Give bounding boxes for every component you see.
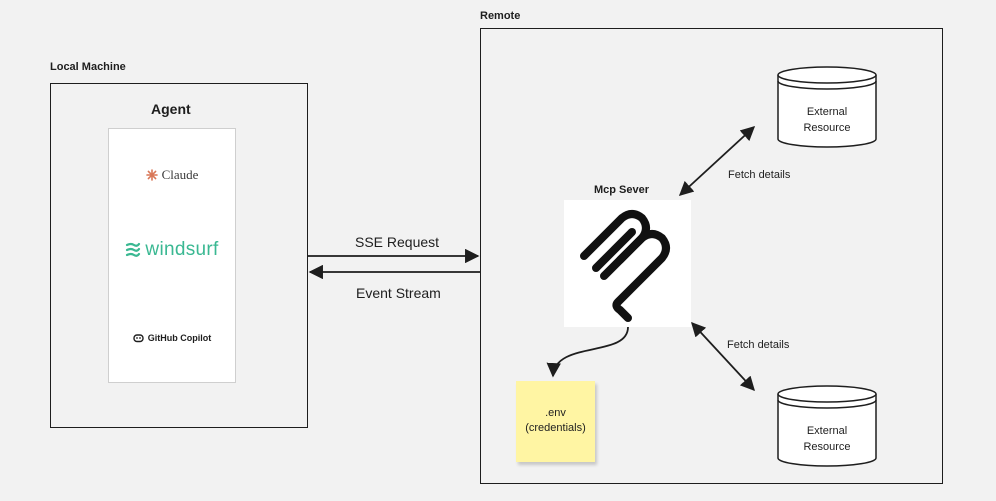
github-copilot-icon [133,334,144,343]
resource-top-line2: Resource [803,122,851,134]
resource-top-line1: External [806,106,848,118]
copilot-name: GitHub Copilot [147,333,212,343]
agent-title: Agent [151,101,191,117]
fetch-details-label-top: Fetch details [728,169,791,181]
mcp-server-card [564,200,691,327]
database-icon [777,66,877,148]
fetch-details-label-bottom: Fetch details [727,339,790,351]
windsurf-logo: windsurf [109,239,235,261]
windsurf-name: windsurf [145,239,219,260]
windsurf-logo-icon [126,242,141,257]
fetch-arrow-top [678,126,756,196]
fetch-arrow-bottom [691,321,755,392]
resource-bottom-line1: External [806,425,848,437]
claude-asterisk-icon [145,169,158,181]
env-credentials-note: .env (credentials) [516,381,595,462]
claude-name: Claude [161,167,199,182]
env-note-line1: .env [545,407,566,419]
resource-bottom-line2: Resource [803,441,851,453]
event-stream-label: Event Stream [356,285,441,301]
remote-label: Remote [480,10,521,22]
env-note-line2: (credentials) [525,422,586,434]
mcp-logo-icon [580,210,670,322]
agent-panel: Claude windsurf GitHub Copilot [108,128,236,383]
remote-box [480,28,943,484]
external-resource-top: External Resource [777,66,877,148]
external-resource-bottom: External Resource [777,385,877,467]
env-curve-arrow [546,326,629,378]
database-icon [777,385,877,467]
local-machine-box [50,83,308,428]
sse-request-label: SSE Request [355,234,440,250]
local-machine-label: Local Machine [50,61,126,73]
claude-logo: Claude [109,167,235,183]
mcp-server-title: Mcp Sever [594,184,650,196]
copilot-logo: GitHub Copilot [109,333,235,343]
